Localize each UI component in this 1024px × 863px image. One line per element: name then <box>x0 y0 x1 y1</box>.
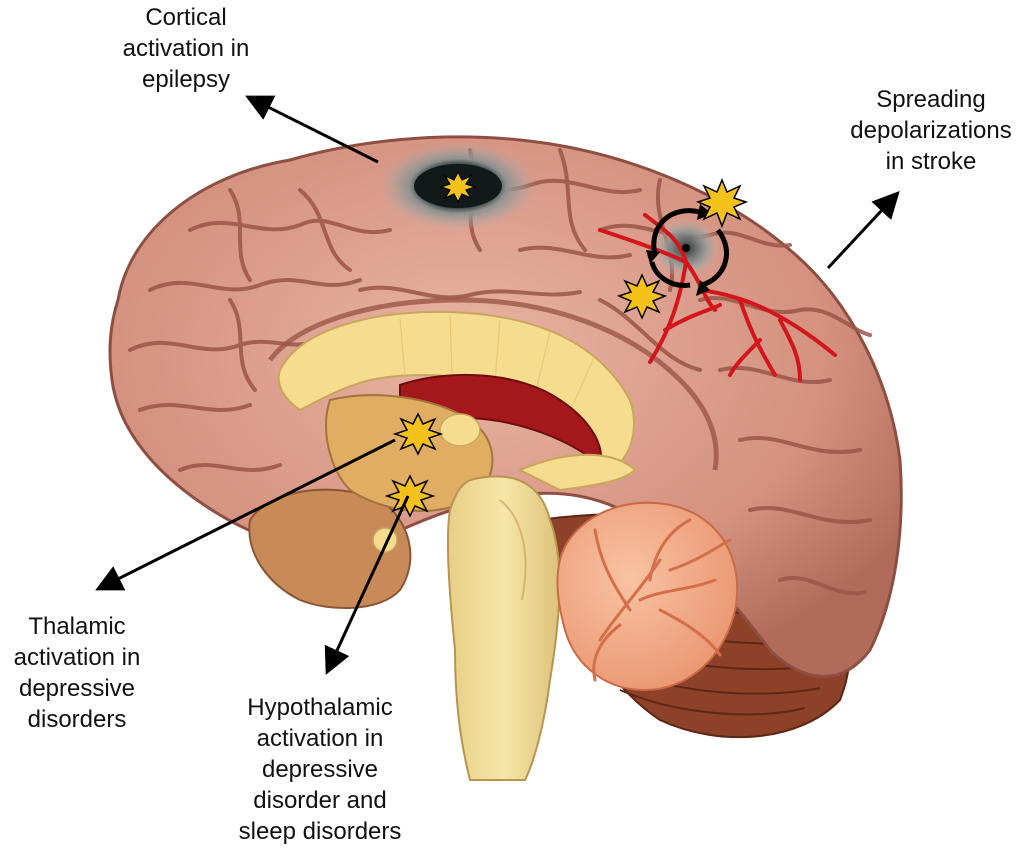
cortical-label-line: epilepsy <box>141 66 231 93</box>
thalamic-label-line: activation in <box>13 644 141 671</box>
thalamic-label-line: Thalamic <box>28 613 126 640</box>
cortical-label-line: Cortical <box>145 4 227 31</box>
cortical-label: Cortical activation in epilepsy <box>96 2 276 95</box>
depolarization-center-dot <box>682 244 690 252</box>
thalamic-label-line: disorders <box>27 706 127 733</box>
cortical-arrow <box>245 95 379 164</box>
spreading-label-line: depolarizations <box>850 117 1012 144</box>
starburst-icon <box>616 273 668 320</box>
thalamic-label: Thalamic activation in depressive disord… <box>2 611 152 735</box>
starburst-icon <box>695 178 749 229</box>
brainstem <box>446 475 561 781</box>
hypothalamic-arrow <box>324 495 410 675</box>
arrow-icon <box>95 95 900 675</box>
hypothalamic-label: Hypothalamic activation in depressive di… <box>220 692 420 847</box>
hypothalamic-label-line: disorder and <box>253 787 387 814</box>
spreading-label-line: Spreading <box>876 86 986 113</box>
hypothalamic-label-line: activation in <box>256 725 384 752</box>
spreading-arrow <box>826 191 900 270</box>
fornix <box>517 453 637 492</box>
starburst-icon <box>392 412 444 456</box>
cerebellum <box>556 501 739 692</box>
spreading-label-line: in stroke <box>885 148 977 175</box>
thalamic-label-line: depressive <box>18 675 136 702</box>
circular-arrow-icon <box>646 204 730 296</box>
hypothalamic-label-line: sleep disorders <box>238 818 402 845</box>
starburst-icon <box>439 170 477 204</box>
cortical-label-line: activation in <box>122 35 250 62</box>
spreading-label: Spreading depolarizations in stroke <box>838 84 1024 177</box>
hypothalamic-label-line: depressive <box>261 756 379 783</box>
starburst-icon <box>384 474 436 518</box>
thalamic-arrow <box>95 438 396 591</box>
blood-vessels <box>598 213 837 382</box>
hypothalamic-label-line: Hypothalamic <box>247 694 393 721</box>
